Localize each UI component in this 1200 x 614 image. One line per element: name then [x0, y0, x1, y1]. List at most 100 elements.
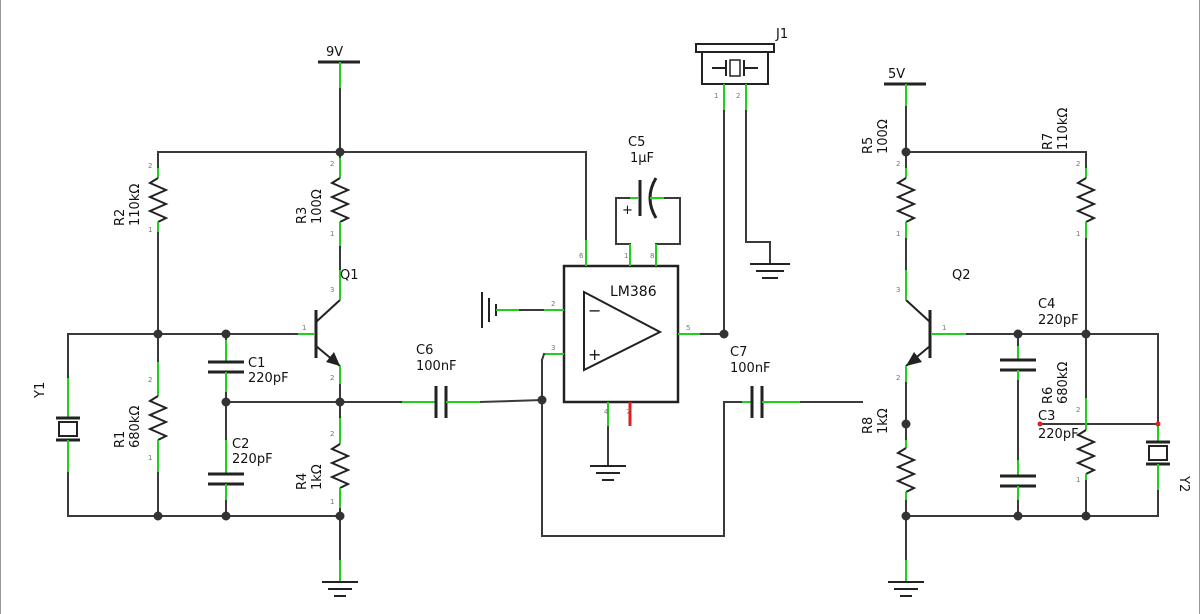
resistor-r1[interactable]: 2 1 R1 680kΩ — [113, 362, 169, 472]
capacitor-c2[interactable]: C2 220pF — [208, 437, 273, 500]
svg-text:1: 1 — [148, 454, 152, 462]
svg-text:2: 2 — [148, 376, 152, 384]
svg-text:8: 8 — [650, 252, 654, 260]
r4-name: R4 — [295, 473, 310, 490]
svg-text:3: 3 — [551, 344, 555, 352]
c3-value: 220pF — [1038, 427, 1079, 442]
svg-text:1: 1 — [330, 498, 334, 506]
capacitor-c5[interactable]: + C5 1µF — [622, 135, 664, 219]
unconnected-markers — [1037, 421, 1161, 427]
ground-chip-pin4 — [590, 465, 626, 481]
chip-minus: − — [588, 301, 601, 320]
junctions — [153, 147, 1091, 521]
r4-value: 1kΩ — [310, 464, 325, 490]
svg-text:4: 4 — [604, 408, 609, 416]
capacitor-c7[interactable]: C7 100nF — [730, 345, 800, 418]
svg-text:2: 2 — [330, 160, 334, 168]
ground-q2 — [888, 560, 924, 597]
ground-j1 — [750, 263, 790, 279]
capacitor-c1[interactable]: C1 220pF — [208, 340, 289, 392]
svg-text:3: 3 — [896, 286, 900, 294]
resistor-r5[interactable]: 2 1 R5 100Ω — [861, 119, 917, 238]
y1-label: Y1 — [33, 382, 48, 399]
r8-name: R8 — [861, 417, 876, 434]
svg-text:2: 2 — [896, 160, 900, 168]
c5-plus: + — [622, 203, 633, 218]
svg-text:2: 2 — [148, 162, 152, 170]
svg-text:1: 1 — [1076, 476, 1080, 484]
r6-value: 680kΩ — [1056, 362, 1071, 404]
svg-text:6: 6 — [579, 252, 584, 260]
y2-label: Y2 — [1176, 475, 1191, 492]
svg-text:2: 2 — [330, 430, 334, 438]
r6-name: R6 — [1041, 387, 1056, 404]
crystal-y1[interactable]: Y1 — [33, 378, 80, 472]
c7-name: C7 — [730, 345, 747, 360]
svg-text:2: 2 — [896, 374, 900, 382]
svg-text:1: 1 — [714, 92, 718, 100]
svg-text:5: 5 — [686, 324, 690, 332]
r5-name: R5 — [861, 137, 876, 154]
ground-chip-pin2 — [481, 292, 545, 328]
resistor-r6[interactable]: 2 1 R6 680kΩ — [1041, 362, 1097, 484]
r7-name: R7 — [1041, 133, 1056, 150]
svg-text:1: 1 — [1076, 230, 1080, 238]
c4-value: 220pF — [1038, 313, 1079, 328]
r1-name: R1 — [113, 431, 128, 448]
svg-text:1: 1 — [148, 226, 152, 234]
svg-text:2: 2 — [551, 300, 555, 308]
capacitor-c4[interactable]: C4 220pF — [1000, 297, 1079, 380]
chip-name: LM386 — [610, 284, 657, 300]
resistor-r7[interactable]: 2 1 R7 110kΩ — [1041, 108, 1097, 238]
svg-text:1: 1 — [896, 230, 900, 238]
svg-text:7: 7 — [626, 408, 630, 416]
q2-label: Q2 — [952, 268, 971, 283]
rail-9v-label: 9V — [326, 45, 343, 60]
svg-text:1: 1 — [302, 324, 306, 332]
resistor-r3[interactable]: 2 1 R3 100Ω — [295, 158, 351, 246]
r2-value: 110kΩ — [128, 184, 143, 226]
rail-9v: 9V — [318, 45, 360, 88]
svg-text:2: 2 — [1076, 406, 1080, 414]
chip-plus: + — [588, 345, 601, 364]
resistor-r8[interactable]: R8 1kΩ — [861, 408, 917, 500]
r5-value: 100Ω — [876, 119, 891, 154]
crystal-y2[interactable]: Y2 — [1146, 422, 1191, 492]
c2-value: 220pF — [232, 452, 273, 467]
svg-text:1: 1 — [942, 324, 946, 332]
rail-5v-label: 5V — [888, 67, 905, 82]
connector-j1[interactable]: 1 2 J1 — [695, 27, 788, 110]
r8-value: 1kΩ — [876, 408, 891, 434]
capacitor-c3[interactable]: C3 220pF — [1000, 409, 1079, 500]
c6-value: 100nF — [416, 359, 457, 374]
chip-lm386[interactable]: LM386 − + 2 3 4 5 6 7 1 8 — [540, 240, 700, 426]
svg-text:3: 3 — [330, 286, 334, 294]
r3-value: 100Ω — [310, 189, 325, 224]
c7-value: 100nF — [730, 361, 771, 376]
j1-label: J1 — [775, 27, 788, 42]
q1-label: Q1 — [340, 268, 359, 283]
c1-name: C1 — [248, 356, 265, 371]
c6-name: C6 — [416, 343, 433, 358]
svg-text:2: 2 — [1076, 160, 1080, 168]
c2-name: C2 — [232, 437, 249, 452]
svg-text:1: 1 — [624, 252, 628, 260]
resistor-r2[interactable]: 2 1 R2 110kΩ — [113, 162, 169, 234]
r3-name: R3 — [295, 207, 310, 224]
capacitor-c6[interactable]: C6 100nF — [402, 343, 480, 418]
r1-value: 680kΩ — [128, 406, 143, 448]
transistor-q1[interactable]: 1 3 2 Q1 — [298, 268, 359, 384]
svg-text:2: 2 — [736, 92, 740, 100]
c3-name: C3 — [1038, 409, 1055, 424]
rail-5v: 5V — [884, 67, 926, 106]
c4-name: C4 — [1038, 297, 1055, 312]
c1-value: 220pF — [248, 371, 289, 386]
resistor-r4[interactable]: 2 1 R4 1kΩ — [295, 418, 351, 508]
transistor-q2[interactable]: 1 3 2 Q2 — [896, 268, 971, 382]
ground-q1 — [322, 560, 358, 597]
svg-text:2: 2 — [330, 374, 334, 382]
c5-value: 1µF — [630, 151, 654, 166]
r2-name: R2 — [113, 209, 128, 226]
svg-text:1: 1 — [330, 230, 334, 238]
